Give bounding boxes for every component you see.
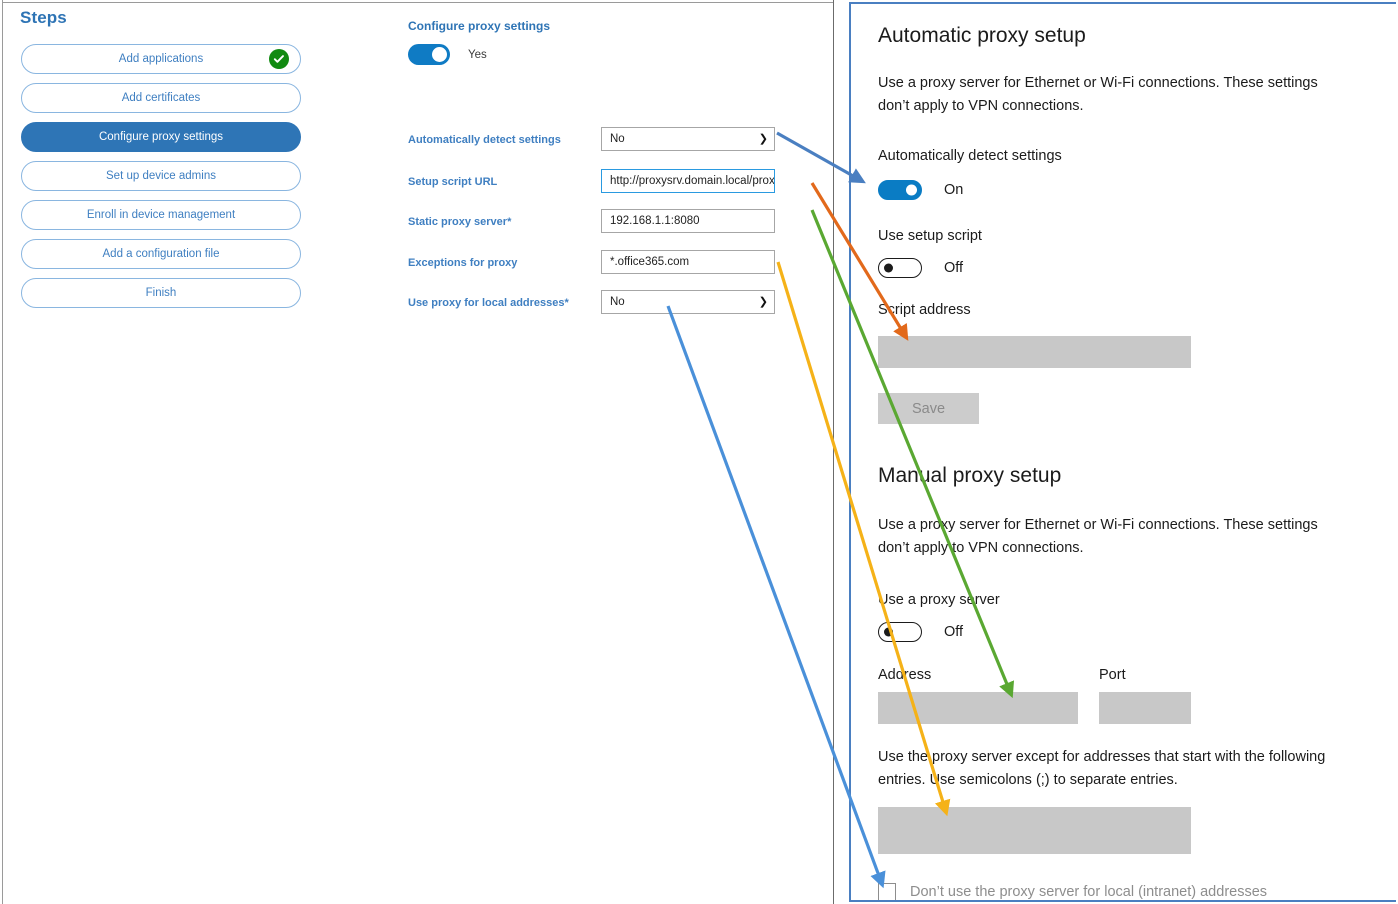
input-value: *.office365.com [610,256,690,268]
bypass-local-checkbox-row: Don’t use the proxy server for local (in… [878,883,1268,900]
use-a-proxy-server-label: Use a proxy server [878,592,1000,608]
label-text: Static proxy server [408,216,508,228]
automatically-detect-settings-value: On [944,182,964,198]
label-use-proxy-for-local-addresses: Use proxy for local addresses* [408,297,569,309]
port-label: Port [1099,667,1126,683]
automatic-proxy-setup-description: Use a proxy server for Ethernet or Wi-Fi… [878,75,1318,114]
step-label: Configure proxy settings [98,131,223,143]
label-automatically-detect-settings: Automatically detect settings [408,134,561,146]
check-circle-icon [269,49,289,69]
sidebar-item-set-up-device-admins[interactable]: Set up device admins [21,161,301,191]
chevron-down-icon: ❯ [758,132,768,145]
save-button[interactable]: Save [878,393,979,424]
exceptions-description: Use the proxy server except for addresse… [878,749,1326,788]
steps-list: Add applications Add certificates Config… [21,44,301,317]
automatically-detect-settings-label: Automatically detect settings [878,148,1062,164]
select-use-proxy-for-local-addresses[interactable]: No ❯ [601,290,775,314]
use-setup-script-value: Off [944,260,964,276]
script-address-input[interactable] [878,336,1191,368]
use-setup-script-toggle[interactable] [878,258,922,278]
use-a-proxy-server-toggle[interactable] [878,622,922,642]
address-input[interactable] [878,692,1078,724]
use-a-proxy-server-value: Off [944,624,964,640]
input-static-proxy-server[interactable]: 192.168.1.1:8080 [601,209,775,233]
sidebar-item-finish[interactable]: Finish [21,278,301,308]
label-text: Exceptions for proxy [408,257,518,269]
label-text: Automatically detect settings [408,134,561,146]
bypass-local-checkbox[interactable] [878,883,896,900]
windows-proxy-settings-pane: Automatic proxy setup Use a proxy server… [849,2,1396,902]
use-setup-script-label: Use setup script [878,228,982,244]
required-marker: * [564,297,569,309]
label-exceptions-for-proxy: Exceptions for proxy [408,257,517,269]
manual-proxy-setup-description: Use a proxy server for Ethernet or Wi-Fi… [878,517,1318,556]
exceptions-input[interactable] [878,807,1191,854]
automatically-detect-settings-toggle-row: On [878,180,963,200]
select-value: No [610,296,625,308]
input-setup-script-url[interactable]: http://proxysrv.domain.local/proxy.pa [601,169,775,193]
sidebar-item-add-certificates[interactable]: Add certificates [21,83,301,113]
step-label: Set up device admins [106,170,216,182]
toggle-knob [906,184,917,196]
step-label: Finish [145,287,177,299]
configure-proxy-settings-toggle[interactable] [408,44,450,65]
label-text: Setup script URL [408,176,498,188]
bypass-local-label: Don’t use the proxy server for local (in… [910,884,1268,900]
step-label: Add certificates [121,92,201,104]
toggle-knob [432,47,447,62]
port-input[interactable] [1099,692,1191,724]
step-label: Add applications [118,53,204,65]
page-top-border [2,2,834,3]
input-value: http://proxysrv.domain.local/proxy.pa [610,175,775,187]
automatic-proxy-setup-heading: Automatic proxy setup [878,24,1086,47]
label-setup-script-url: Setup script URL [408,176,497,188]
label-static-proxy-server: Static proxy server* [408,216,511,228]
configure-proxy-settings-toggle-value: Yes [468,48,487,61]
script-address-label: Script address [878,302,971,318]
panel-divider-line [833,0,834,904]
required-marker: * [507,216,512,228]
toggle-knob [884,627,893,637]
sidebar-item-add-a-configuration-file[interactable]: Add a configuration file [21,239,301,269]
chevron-down-icon: ❯ [758,295,768,308]
sidebar-item-configure-proxy-settings[interactable]: Configure proxy settings [21,122,301,152]
input-value: 192.168.1.1:8080 [610,215,700,227]
sidebar-item-enroll-in-device-management[interactable]: Enroll in device management [21,200,301,230]
sidebar-item-add-applications[interactable]: Add applications [21,44,301,74]
automatically-detect-settings-toggle[interactable] [878,180,922,200]
steps-title: Steps [20,8,67,27]
page-left-border [2,0,3,904]
manual-proxy-setup-heading: Manual proxy setup [878,464,1062,487]
select-automatically-detect-settings[interactable]: No ❯ [601,127,775,151]
select-value: No [610,133,625,145]
use-setup-script-toggle-row: Off [878,258,963,278]
input-exceptions-for-proxy[interactable]: *.office365.com [601,250,775,274]
label-text: Use proxy for local addresses [408,297,565,309]
form-title: Configure proxy settings [408,19,551,33]
configure-proxy-settings-toggle-row: Yes [408,44,487,65]
toggle-knob [884,263,893,273]
step-label: Enroll in device management [86,209,236,221]
address-label: Address [878,667,932,683]
use-a-proxy-server-toggle-row: Off [878,622,963,642]
step-label: Add a configuration file [102,248,220,260]
